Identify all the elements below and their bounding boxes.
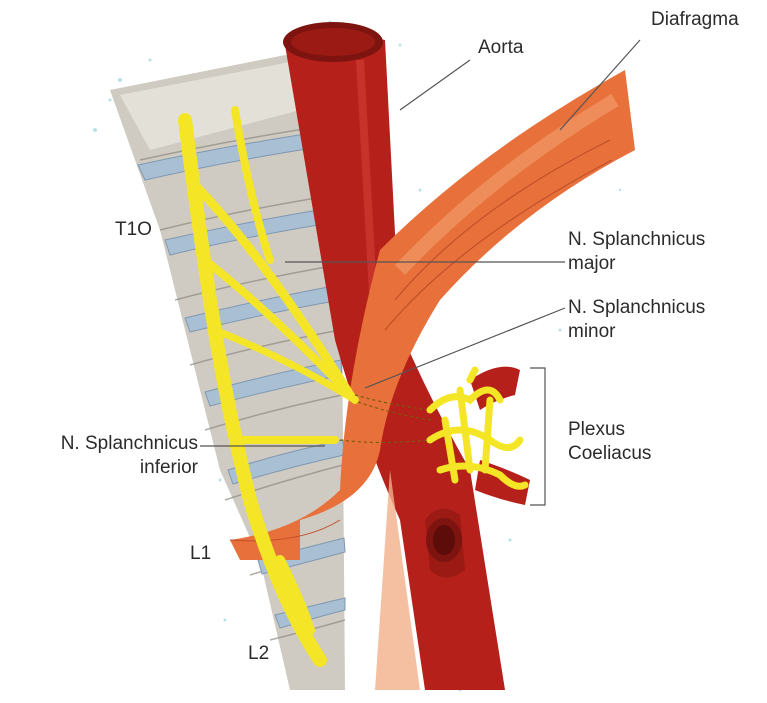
label-splanchnicus-major: N. Splanchnicus major [568, 228, 705, 276]
label-aorta: Aorta [478, 36, 523, 60]
label-t10: T1O [115, 218, 152, 242]
label-diafragma: Diafragma [651, 8, 739, 32]
label-l2: L2 [248, 642, 269, 666]
label-splanchnicus-inferior: N. Splanchnicus inferior [20, 432, 198, 480]
label-splanchnicus-minor: N. Splanchnicus minor [568, 296, 705, 344]
label-l1: L1 [190, 542, 211, 566]
label-plexus-coeliacus: Plexus Coeliacus [568, 418, 651, 466]
